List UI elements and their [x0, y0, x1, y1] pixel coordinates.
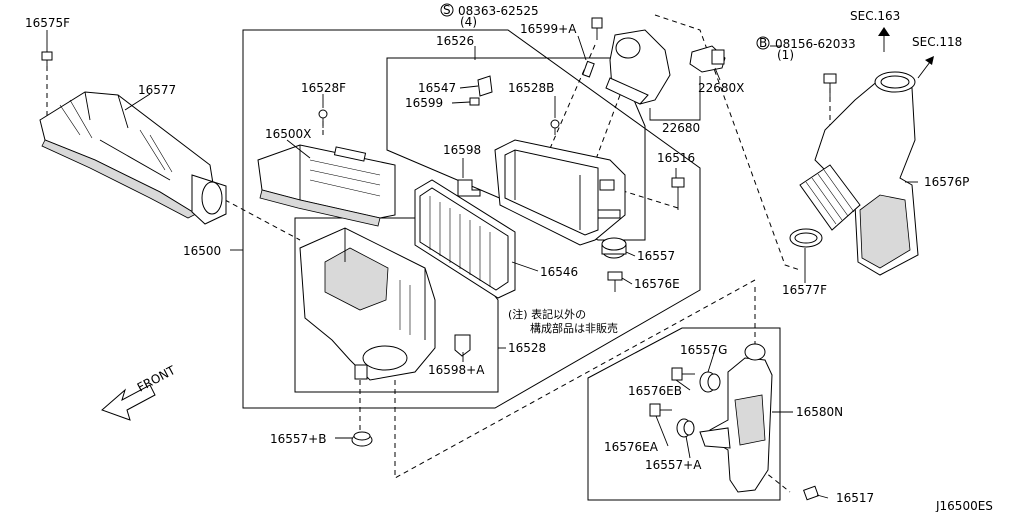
label-22680: 22680: [662, 121, 700, 135]
assembly-16528-frame: [294, 217, 499, 393]
bolt-08363: [591, 17, 603, 40]
label-16516: 16516: [657, 151, 695, 165]
label-16577: 16577: [138, 83, 176, 97]
label-16528F: 16528F: [301, 81, 346, 95]
label-16576EB: 16576EB: [628, 384, 682, 398]
bracket-16598A: [454, 334, 471, 357]
label-16599: 16599: [405, 96, 443, 110]
cover-16500X: [257, 144, 396, 227]
label-16500: 16500: [183, 244, 221, 258]
bolt-16599: [469, 97, 480, 106]
dash-16516: [619, 189, 679, 209]
bellows-hose: [799, 164, 861, 231]
bracket-16598: [457, 179, 481, 197]
note-line1: (注) 表記以外の: [508, 307, 586, 321]
intake-duct-16577: [39, 91, 227, 225]
front-label: FRONT: [135, 363, 178, 395]
label-16577F: 16577F: [782, 283, 827, 297]
front-arrow: FRONT: [101, 363, 178, 421]
label-16576E: 16576E: [634, 277, 680, 291]
s-marker: S: [440, 3, 454, 17]
dash-snorkel: [654, 14, 801, 271]
label-08363-qty: (4): [460, 15, 477, 29]
svg-text:B: B: [759, 36, 767, 50]
label-16580N: 16580N: [796, 405, 843, 419]
sensor-22680: [605, 29, 671, 105]
label-08363: 08363-62525: [458, 4, 539, 18]
grommet-16557B: [351, 431, 373, 447]
label-16557A: 16557+A: [645, 458, 702, 472]
bolt-16576E: [607, 271, 623, 292]
arrow-sec118: [917, 56, 934, 79]
label-16547: 16547: [418, 81, 456, 95]
b-marker: B: [756, 36, 770, 50]
bolt-16576EB: [671, 367, 695, 381]
resonator-16576P: [814, 71, 919, 276]
label-sec163: SEC.163: [850, 9, 900, 23]
clamp-16577F: [789, 228, 823, 248]
label-sec118: SEC.118: [912, 35, 962, 49]
bolt-16576EA: [649, 403, 672, 417]
label-16517: 16517: [836, 491, 874, 505]
grommet-16557A: [676, 418, 695, 438]
label-16599A: 16599+A: [520, 22, 577, 36]
label-16598A: 16598+A: [428, 363, 485, 377]
label-16576EA: 16576EA: [604, 440, 659, 454]
label-08156: 08156-62033: [775, 37, 856, 51]
label-16526: 16526: [436, 34, 474, 48]
dash-intake-to-box: [224, 199, 301, 241]
clip-16547: [477, 75, 493, 97]
resonator-16580N: [699, 343, 773, 493]
leader-lines: [46, 30, 918, 499]
bolt-08156: [823, 73, 837, 100]
dash-lower-connector: [394, 279, 756, 479]
bolt-16517: [803, 485, 819, 501]
label-16598: 16598: [443, 143, 481, 157]
assembly-16580N-frame: [587, 327, 781, 501]
bolt-16528F: [318, 109, 328, 128]
svg-text:S: S: [443, 3, 451, 17]
assembly-16500-frame: [242, 29, 701, 409]
bolt-16575F: [41, 51, 53, 68]
note-line2: 構成部品は非販売: [530, 321, 618, 335]
label-16575F: 16575F: [25, 16, 70, 30]
label-16528B: 16528B: [508, 81, 554, 95]
housing-16526: [494, 139, 626, 246]
grommet-16557G: [699, 371, 721, 393]
bolt-16599A: [582, 60, 595, 78]
connector-22680X: [689, 45, 726, 73]
label-16528: 16528: [508, 341, 546, 355]
filter-16546: [414, 179, 516, 299]
arrow-sec163: [878, 27, 890, 52]
label-16557B: 16557+B: [270, 432, 326, 446]
label-22680X: 22680X: [698, 81, 744, 95]
bolt-16528B: [550, 119, 560, 135]
case-16528: [299, 227, 436, 381]
label-16557: 16557: [637, 249, 675, 263]
bolt-16516: [671, 177, 685, 210]
label-08156-qty: (1): [777, 48, 794, 62]
diagram-code: J16500ES: [935, 499, 993, 512]
label-16500X: 16500X: [265, 127, 311, 141]
grommet-16557: [601, 237, 627, 259]
label-16557G: 16557G: [680, 343, 727, 357]
label-16576P: 16576P: [924, 175, 969, 189]
label-16546: 16546: [540, 265, 578, 279]
